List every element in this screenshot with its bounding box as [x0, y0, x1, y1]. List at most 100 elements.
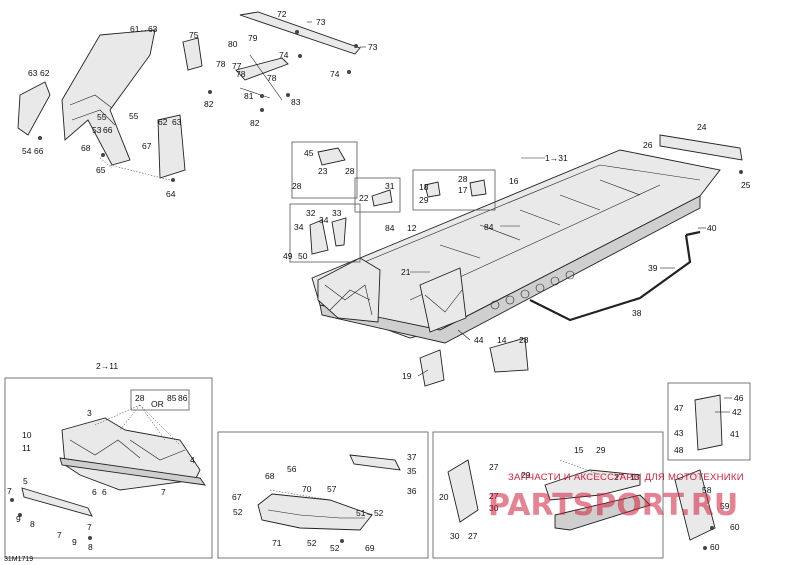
label-8: 8: [30, 519, 35, 529]
label-78: 78: [216, 59, 226, 69]
label-28: 28: [519, 335, 529, 345]
lower-bracket-part: [257, 454, 401, 531]
label-53: 53: [92, 125, 102, 135]
label-67: 67: [142, 141, 152, 151]
label-74: 74: [330, 69, 340, 79]
label-4: 4: [190, 455, 195, 465]
label-10: 10: [22, 430, 32, 440]
label-60: 60: [710, 542, 720, 552]
label-6: 6: [102, 487, 107, 497]
label-17: 17: [458, 185, 468, 195]
label-23: 23: [318, 166, 328, 176]
label-56: 56: [287, 464, 297, 474]
label-11: 11: [22, 443, 31, 453]
inset-box-32: [289, 203, 361, 263]
label-86: 86: [178, 393, 188, 403]
label-58: 58: [702, 485, 712, 495]
label-64: 64: [166, 189, 176, 199]
label-7: 7: [7, 486, 12, 496]
diagram-code: 31M1719: [4, 556, 33, 563]
label-9: 9: [72, 537, 77, 547]
label-66: 66: [34, 146, 44, 156]
label-74: 74: [279, 50, 289, 60]
label-82: 82: [204, 99, 214, 109]
label-78: 78: [236, 69, 246, 79]
label-29: 29: [596, 445, 606, 455]
label-68: 68: [265, 471, 275, 481]
label-47: 47: [674, 403, 684, 413]
label-29: 29: [419, 195, 429, 205]
inset-box-22: [354, 177, 401, 213]
label-50: 50: [298, 251, 308, 261]
label-8: 8: [88, 542, 93, 552]
label-34: 34: [294, 222, 304, 232]
label-31: 31: [385, 181, 395, 191]
label-27: 27: [489, 491, 499, 501]
label-13: 13: [630, 472, 640, 482]
label-2-11: 2→11: [96, 361, 118, 371]
watermark-brand: PARTSPORT.RU: [488, 488, 738, 523]
label-38: 38: [632, 308, 642, 318]
label-19: 19: [402, 371, 412, 381]
callout-labels: 61→63 63 62 55 55 53 66 68 67 65 54 66 6…: [7, 9, 751, 553]
steering-support-assembly: [17, 29, 186, 181]
label-44: 44: [474, 335, 484, 345]
label-46: 46: [734, 393, 744, 403]
label-7: 7: [57, 530, 62, 540]
inset-front-frame: [4, 377, 213, 559]
label-1-31: 1→31: [545, 153, 568, 163]
label-45: 45: [304, 148, 314, 158]
label-77: 77: [232, 61, 242, 71]
label-6: 6: [92, 487, 97, 497]
label-41: 41: [730, 429, 740, 439]
label-59: 59: [720, 501, 730, 511]
fastener-markers: [10, 30, 743, 550]
label-7: 7: [161, 487, 166, 497]
label-42: 42: [732, 407, 742, 417]
side-frame-part: [447, 459, 651, 531]
label-12: 12: [407, 223, 417, 233]
label-63: 63: [28, 68, 38, 78]
label-68: 68: [81, 143, 91, 153]
label-55: 55: [129, 111, 139, 121]
label-9: 9: [16, 514, 21, 524]
label-83: 83: [291, 97, 301, 107]
label-22: 22: [359, 193, 369, 203]
inset-side-frame: [432, 431, 664, 559]
label-43: 43: [674, 428, 684, 438]
right-bracket-part: [694, 394, 723, 451]
label-21: 21: [401, 267, 411, 277]
label-36: 36: [407, 486, 417, 496]
label-3: 3: [87, 408, 92, 418]
inset-box-18: [412, 169, 496, 211]
label-18: 18: [419, 182, 429, 192]
inset-lower-bracket: [217, 431, 429, 559]
label-27: 27: [489, 462, 499, 472]
label-79: 79: [248, 33, 258, 43]
label-24: 24: [697, 122, 707, 132]
label-or: OR: [151, 399, 164, 409]
label-69: 69: [365, 543, 375, 553]
label-35: 35: [407, 466, 417, 476]
label-82: 82: [250, 118, 260, 128]
label-62: 62: [40, 68, 50, 78]
inset-box-45: [291, 141, 358, 199]
label-20: 20: [439, 492, 449, 502]
label-51-52: 51→52: [356, 508, 384, 518]
steering-linkage: [182, 11, 361, 101]
label-5: 5: [23, 476, 28, 486]
label-73: 73: [316, 17, 326, 27]
label-52: 52: [330, 543, 340, 553]
label-34: 34: [319, 215, 329, 225]
label-54: 54: [22, 146, 32, 156]
label-28: 28: [292, 181, 302, 191]
label-57: 57: [327, 484, 337, 494]
label-30: 30: [450, 531, 460, 541]
label-55: 55: [97, 112, 107, 122]
label-81: 81: [244, 91, 254, 101]
label-71: 71: [272, 538, 282, 548]
label-27: 27: [614, 472, 624, 482]
hardware-callout: [130, 389, 190, 411]
label-62: 62: [158, 117, 168, 127]
